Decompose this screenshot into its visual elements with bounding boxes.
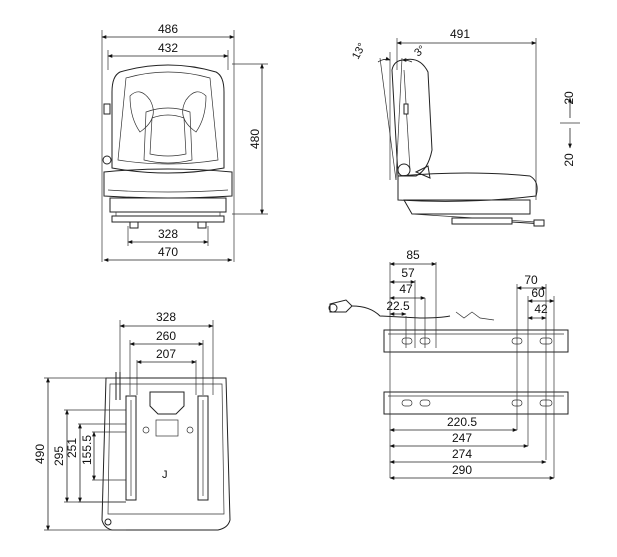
dim-rail-top-1: 85 <box>406 248 420 262</box>
dim-bottom-height-total: 490 <box>33 444 47 464</box>
dim-rail-top-3: 47 <box>399 282 413 296</box>
svg-text:J: J <box>162 469 168 481</box>
dim-bottom-height-c: 155.5 <box>80 435 94 465</box>
dim-rail-top-2: 57 <box>401 266 415 280</box>
dim-rail-right-2: 60 <box>531 286 545 300</box>
side-view: 491 13° 3° 20 20 <box>350 27 580 227</box>
dim-front-height: 480 <box>248 129 262 149</box>
dim-front-base-width: 470 <box>158 245 178 259</box>
dim-front-seat-width: 432 <box>158 41 178 55</box>
dim-side-depth: 491 <box>450 27 470 41</box>
front-view: 486 432 480 328 <box>101 22 268 262</box>
dim-rail-right-3: 42 <box>534 302 548 316</box>
dim-rail-bottom-1: 220.5 <box>447 415 477 429</box>
rail-view: 85 57 47 22.5 70 60 42 220.5 247 274 290 <box>328 248 569 480</box>
dim-front-mount-spacing: 328 <box>158 227 178 241</box>
dim-side-recline-back: 13° <box>350 41 368 61</box>
dim-rail-top-4: 22.5 <box>386 299 410 313</box>
dim-side-adjust-up: 20 <box>562 91 576 105</box>
dim-side-recline-fwd: 3° <box>412 43 428 59</box>
dim-bottom-width-inner: 207 <box>156 347 176 361</box>
dim-bottom-height-a: 295 <box>52 446 66 466</box>
dim-bottom-width-mid: 260 <box>156 329 176 343</box>
dim-rail-bottom-2: 247 <box>452 431 472 445</box>
dim-side-adjust-down: 20 <box>562 153 576 167</box>
dim-bottom-width-outer: 328 <box>156 310 176 324</box>
bottom-view: 328 260 207 J 490 295 <box>33 310 231 531</box>
dim-rail-right-1: 70 <box>524 273 538 287</box>
dim-rail-bottom-4: 290 <box>452 463 472 477</box>
dim-rail-bottom-3: 274 <box>452 447 472 461</box>
dim-front-overall-width: 486 <box>158 22 178 36</box>
dim-bottom-height-b: 251 <box>65 438 79 458</box>
